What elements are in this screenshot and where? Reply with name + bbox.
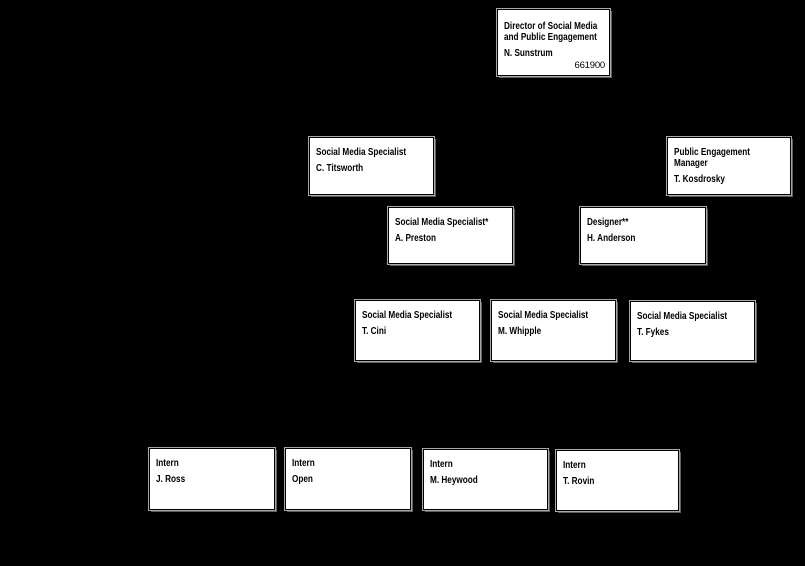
org-node-anderson: Designer** H. Anderson <box>579 206 707 265</box>
node-text: Social Media Specialist M. Whipple <box>498 310 610 337</box>
node-text: Social Media Specialist* A. Preston <box>395 217 507 244</box>
node-text: Intern T. Rovin <box>563 460 673 487</box>
node-title: Social Media Specialist <box>362 309 453 321</box>
node-title: Intern <box>292 457 315 469</box>
node-text: Social Media Specialist T. Cini <box>362 310 474 337</box>
node-name: T. Fykes <box>637 326 669 338</box>
org-node-preston: Social Media Specialist* A. Preston <box>387 206 514 265</box>
node-name: N. Sunstrum <box>504 47 553 59</box>
node-title: Intern <box>563 459 586 471</box>
org-node-whipple: Social Media Specialist M. Whipple <box>490 299 617 362</box>
org-node-open: Intern Open <box>284 447 412 511</box>
org-node-cini: Social Media Specialist T. Cini <box>354 299 481 362</box>
node-title: Director of Social Media and Public Enga… <box>504 20 598 43</box>
org-node-rovin: Intern T. Rovin <box>555 449 680 512</box>
node-name: Open <box>292 473 313 485</box>
org-node-heywood: Intern M. Heywood <box>422 448 549 511</box>
node-title: Social Media Specialist <box>637 310 728 322</box>
node-text: Social Media Specialist C. Titsworth <box>316 147 428 174</box>
node-name: T. Kosdrosky <box>674 173 725 185</box>
node-title: Social Media Specialist <box>316 146 407 158</box>
node-text: Director of Social Media and Public Enga… <box>504 21 604 59</box>
org-node-ross: Intern J. Ross <box>148 447 276 511</box>
node-text: Social Media Specialist T. Fykes <box>637 311 749 338</box>
node-name: J. Ross <box>156 473 186 485</box>
node-name: M. Heywood <box>430 474 478 486</box>
node-text: Intern J. Ross <box>156 458 269 485</box>
org-node-fykes: Social Media Specialist T. Fykes <box>629 300 756 362</box>
node-name: M. Whipple <box>498 325 542 337</box>
node-name: C. Titsworth <box>316 162 364 174</box>
node-name: T. Cini <box>362 325 387 337</box>
node-title: Social Media Specialist* <box>395 216 489 228</box>
org-node-sunstrum: Director of Social Media and Public Enga… <box>496 8 611 77</box>
node-text: Designer** H. Anderson <box>587 217 700 244</box>
node-name: H. Anderson <box>587 232 636 244</box>
node-code: 661900 <box>574 60 605 71</box>
node-text: Intern Open <box>292 458 405 485</box>
node-title: Public Engagement Manager <box>674 146 751 169</box>
node-name: T. Rovin <box>563 475 595 487</box>
node-title: Intern <box>156 457 179 469</box>
node-title: Designer** <box>587 216 629 228</box>
node-title: Social Media Specialist <box>498 309 589 321</box>
node-text: Public Engagement Manager T. Kosdrosky <box>674 147 785 185</box>
org-node-titsworth: Social Media Specialist C. Titsworth <box>308 136 435 196</box>
node-name: A. Preston <box>395 232 436 244</box>
node-text: Intern M. Heywood <box>430 459 542 486</box>
node-title: Intern <box>430 458 453 470</box>
org-node-kosdrosky: Public Engagement Manager T. Kosdrosky <box>666 136 792 196</box>
